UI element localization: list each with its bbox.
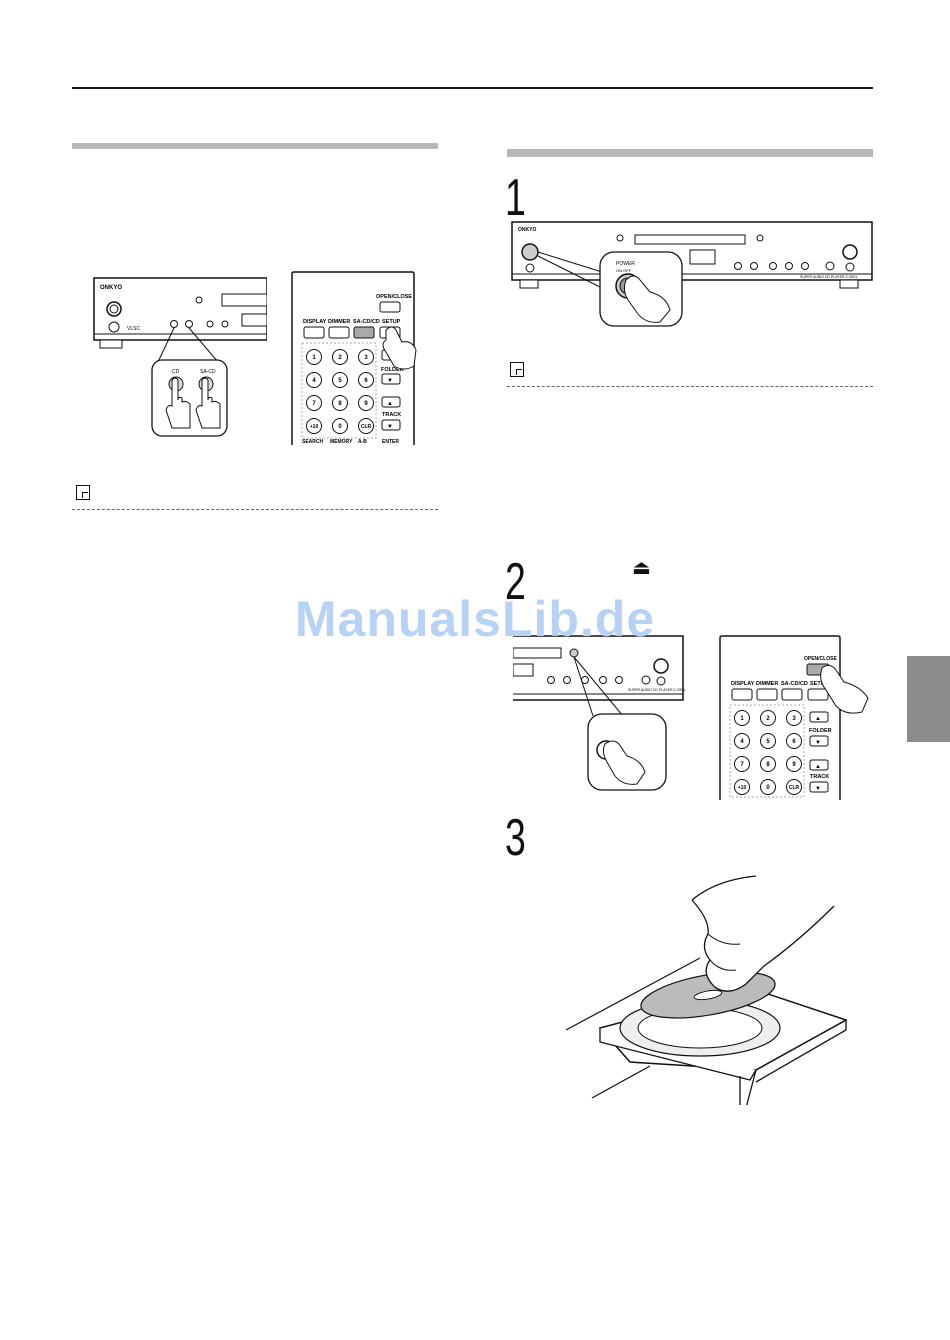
cd-button-label: CD (172, 369, 180, 375)
watermark-text: ManualsLib.de (294, 591, 656, 647)
remote-display-label-2: DISPLAY (731, 681, 755, 687)
power-on-off-label: ON OFF (616, 268, 632, 273)
remote-display-label: DISPLAY (303, 319, 327, 325)
remote2-key-plus10: +10 (738, 785, 747, 791)
model-label-2: SUPER AUDIO CD PLAYER C-S5VL (628, 688, 686, 692)
remote-key-clr: CLR (361, 424, 372, 430)
front-panel-power-illustration: ONKYO SUPER AUDIO CD PLAYER C-S5VL POWER… (511, 221, 873, 327)
remote-track-up: ▲ (387, 401, 393, 407)
remote2-key-clr: CLR (789, 785, 800, 791)
remote2-key-2: 2 (766, 716, 770, 722)
remote-track-label: TRACK (382, 412, 401, 418)
note-divider-left (72, 509, 438, 510)
remote-key-3: 3 (364, 355, 368, 361)
remote2-key-3: 3 (792, 716, 796, 722)
disc-tray-illustration (565, 875, 848, 1105)
section-bar-left (72, 143, 438, 149)
remote2-folder-label: FOLDER (809, 728, 832, 734)
remote-open-close-illustration: OPEN/CLOSE DISPLAY DIMMER SA-CD/CD SETUP… (719, 635, 869, 800)
chapter-side-tab (907, 656, 950, 742)
brand-text: ONKYO (100, 285, 122, 291)
header-rule (72, 87, 873, 89)
remote2-track-up: ▲ (815, 764, 821, 770)
remote2-key-5: 5 (766, 739, 770, 745)
remote-setup-label-2: SETUP (810, 681, 829, 687)
remote-key-5: 5 (338, 378, 342, 384)
remote2-key-1: 1 (740, 716, 744, 722)
remote-search-label: SEARCH (302, 439, 324, 445)
remote2-folder-down: ▼ (815, 740, 821, 746)
step-number-3: 3 (505, 809, 526, 867)
note-icon-right (510, 362, 524, 377)
remote-memory-label: MEMORY (330, 439, 353, 445)
remote-key-0: 0 (338, 424, 342, 430)
remote-key-7: 7 (312, 401, 316, 407)
remote2-track-label: TRACK (810, 774, 829, 780)
remote2-key-9: 9 (792, 762, 796, 768)
section-bar-right (507, 149, 873, 157)
remote-enter-label: ENTER (382, 439, 399, 445)
note-divider-right (507, 386, 873, 387)
remote2-key-6: 6 (792, 739, 796, 745)
remote-key-1: 1 (312, 355, 316, 361)
remote-ab-label: A-B (358, 439, 367, 445)
remote-open-close-label: OPEN/CLOSE (376, 294, 412, 300)
remote-track-down: ▼ (387, 424, 393, 430)
remote-setup-label: SETUP (382, 319, 401, 325)
front-panel-open-close-illustration: SUPER AUDIO CD PLAYER C-S5VL (513, 635, 686, 791)
remote-key-4: 4 (312, 378, 316, 384)
remote2-track-down: ▼ (815, 786, 821, 792)
model-label: SUPER AUDIO CD PLAYER C-S5VL (800, 275, 858, 279)
remote-key-8: 8 (338, 401, 342, 407)
remote-open-close-label-2: OPEN/CLOSE (804, 656, 837, 662)
remote-sacd-cd-label-2: SA-CD/CD (781, 681, 808, 687)
sacd-button-label: SA-CD (200, 369, 216, 375)
remote2-key-4: 4 (740, 739, 744, 745)
remote-dimmer-label: DIMMER (328, 319, 350, 325)
remote-key-6: 6 (364, 378, 368, 384)
step-number-1: 1 (505, 169, 526, 227)
power-button-label: POWER (616, 261, 635, 267)
remote-key-plus10: +10 (310, 424, 319, 430)
remote-sacd-cd-label: SA-CD/CD (353, 319, 380, 325)
remote2-key-7: 7 (740, 762, 744, 768)
eject-icon: ⏏ (632, 557, 651, 579)
remote2-key-0: 0 (766, 785, 770, 791)
remote-folder-down: ▼ (387, 378, 393, 384)
front-panel-cd-sacd-illustration: ONKYO VLSC CD SA-CD (93, 277, 267, 437)
vlsc-label: VLSC (127, 326, 140, 332)
remote2-key-8: 8 (766, 762, 770, 768)
remote2-folder-up: ▲ (815, 716, 821, 722)
brand-text-2: ONKYO (518, 227, 536, 233)
step-number-2: 2 (505, 553, 526, 611)
remote-folder-label: FOLDER (381, 367, 404, 373)
remote-sacd-illustration: OPEN/CLOSE DISPLAY DIMMER SA-CD/CD SETUP… (291, 271, 417, 445)
remote-key-2: 2 (338, 355, 342, 361)
note-icon (76, 485, 90, 500)
remote-dimmer-label-2: DIMMER (756, 681, 778, 687)
remote-key-9: 9 (364, 401, 368, 407)
